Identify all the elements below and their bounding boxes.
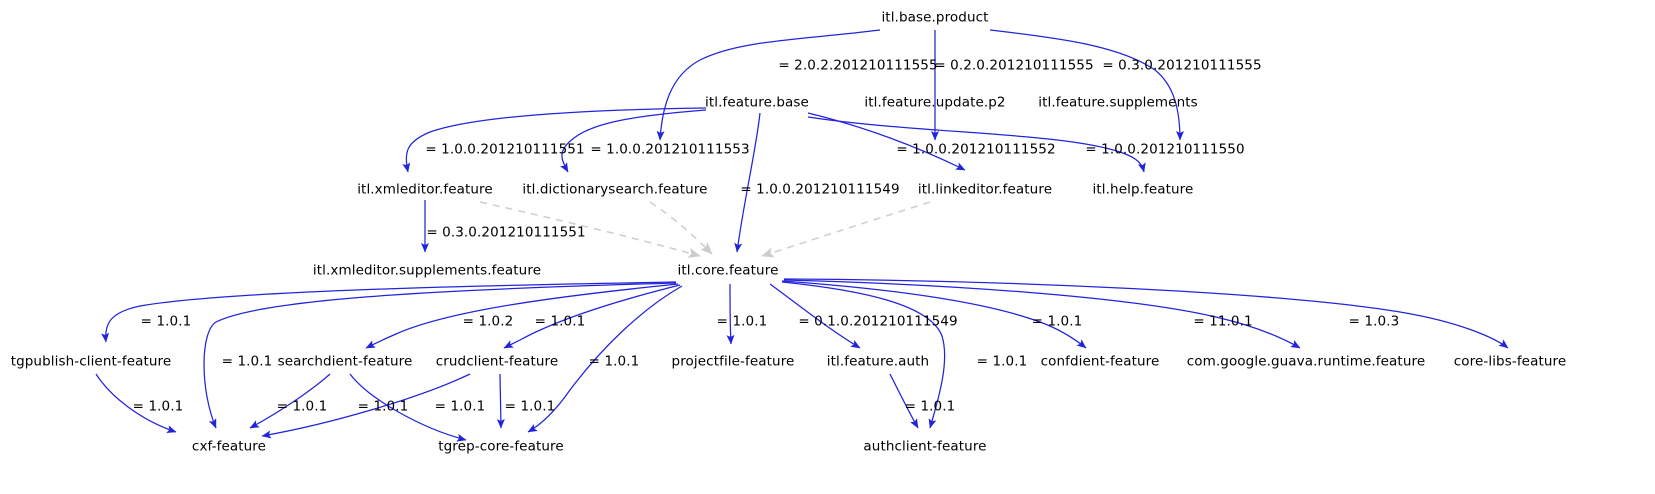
edge-version-label: = 1.0.3 <box>1348 313 1400 330</box>
edge-version-label: = 1.0.0.201210111552 <box>896 141 1056 158</box>
graph-edge <box>496 373 505 429</box>
edge-version-label: = 1.0.0.201210111553 <box>590 141 750 158</box>
graph-node[interactable]: itl.feature.auth <box>826 353 930 370</box>
graph-edge <box>503 284 681 349</box>
graph-node[interactable]: itl.feature.supplements <box>1038 94 1198 111</box>
graph-node[interactable]: tgrep-core-feature <box>438 438 564 455</box>
graph-node[interactable]: confdient-feature <box>1040 353 1160 370</box>
graph-node[interactable]: itl.feature.update.p2 <box>864 94 1006 111</box>
graph-node[interactable]: itl.help.feature <box>1092 181 1194 198</box>
edge-path-group <box>95 29 1509 442</box>
edge-version-label: = 11.0.1 <box>1193 313 1253 330</box>
edge-version-label: = 1.0.1 <box>716 313 768 330</box>
graph-node[interactable]: itl.xmleditor.supplements.feature <box>312 262 542 279</box>
edge-version-label: = 1.0.1 <box>976 353 1028 370</box>
graph-node[interactable]: tgpublish-client-feature <box>10 353 172 370</box>
graph-node[interactable]: itl.feature.base <box>705 94 809 111</box>
edge-version-label: = 1.0.1 <box>140 313 192 330</box>
edge-version-label: = 1.0.0.201210111550 <box>1085 141 1245 158</box>
edge-version-label: = 1.0.1 <box>132 398 184 415</box>
graph-edge <box>101 281 677 343</box>
edge-version-label: = 1.0.2 <box>462 313 514 330</box>
edge-version-label: = 1.0.1 <box>904 398 956 415</box>
graph-edge <box>989 29 1184 141</box>
edge-version-label: = 1.0.0.201210111551 <box>425 141 585 158</box>
graph-node[interactable]: itl.core.feature <box>677 262 779 279</box>
graph-edge <box>649 201 713 255</box>
edge-version-label: = 2.0.2.201210111555 <box>778 57 938 74</box>
edge-version-label: = 1.0.1 <box>588 353 640 370</box>
graph-edge <box>402 107 707 173</box>
graph-node[interactable]: searchdient-feature <box>277 353 413 370</box>
graph-edge <box>656 29 881 141</box>
edge-version-label: = 0.2.0.201210111555 <box>934 57 1094 74</box>
graph-node[interactable]: core-libs-feature <box>1453 353 1567 370</box>
graph-edge <box>761 201 931 258</box>
edge-version-label: = 0.3.0.201210111555 <box>1102 57 1262 74</box>
edge-version-label: = 1.0.1 <box>357 398 409 415</box>
edge-version-label: = 1.0.0.201210111549 <box>740 181 900 198</box>
graph-node[interactable]: crudclient-feature <box>435 353 559 370</box>
edge-version-label: = 1.0.1 <box>221 353 273 370</box>
graph-node[interactable]: com.google.guava.runtime.feature <box>1186 353 1426 370</box>
graph-node[interactable]: itl.base.product <box>881 9 989 26</box>
edge-version-label: = 0.3.0.201210111551 <box>426 224 586 241</box>
graph-node[interactable]: authclient-feature <box>863 438 987 455</box>
edge-version-label: = 1.0.1 <box>504 398 556 415</box>
graph-node[interactable]: cxf-feature <box>191 438 267 455</box>
edge-version-label: = 0.1.0.201210111549 <box>798 313 958 330</box>
graph-edge <box>365 283 679 349</box>
edge-version-label: = 1.0.1 <box>276 398 328 415</box>
edge-version-label: = 1.0.1 <box>1031 313 1083 330</box>
graph-node[interactable]: itl.dictionarysearch.feature <box>522 181 708 198</box>
edge-version-label: = 1.0.1 <box>434 398 486 415</box>
graph-node[interactable]: projectfile-feature <box>671 353 795 370</box>
graph-node[interactable]: itl.xmleditor.feature <box>357 181 493 198</box>
edge-version-label: = 1.0.1 <box>534 313 586 330</box>
graph-node[interactable]: itl.linkeditor.feature <box>917 181 1053 198</box>
